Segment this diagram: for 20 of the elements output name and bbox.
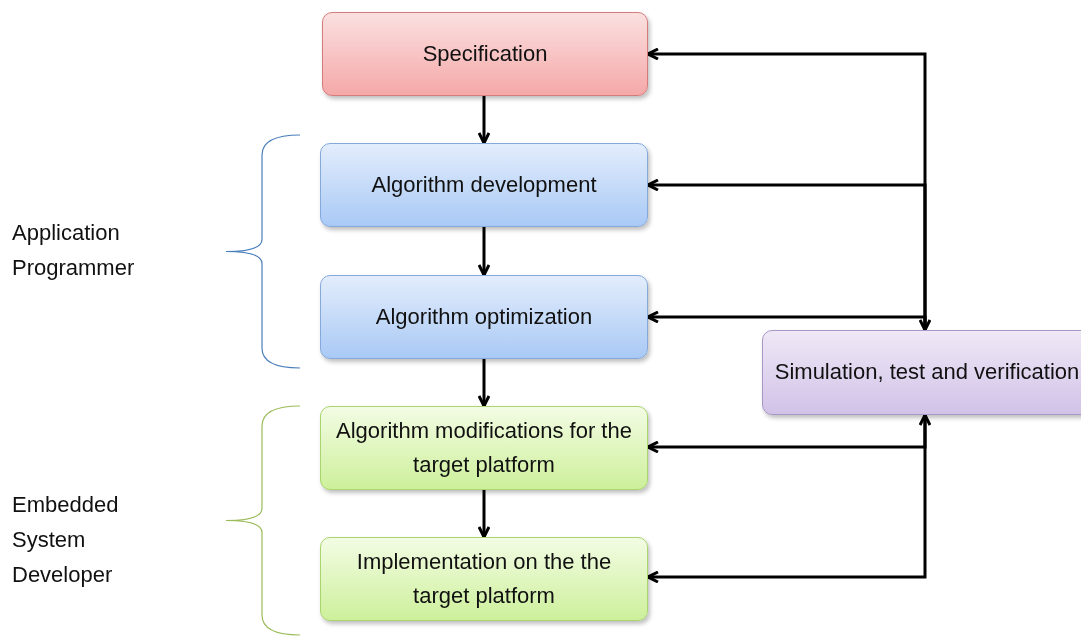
box-label: Algorithm optimization — [375, 302, 593, 331]
process-box — [320, 143, 648, 227]
arrow — [646, 310, 932, 332]
arrow — [477, 490, 491, 539]
box-label: Specification — [422, 39, 548, 68]
arrow — [477, 227, 491, 277]
process-box — [320, 275, 648, 359]
arrow — [477, 96, 491, 145]
process-box — [320, 406, 648, 490]
process-box — [320, 537, 648, 621]
box-label: Algorithm development — [371, 170, 597, 199]
box-label: Algorithm modifications for the target platform — [335, 416, 633, 479]
process-box — [322, 12, 648, 96]
box-label: Simulation, test and verification — [774, 358, 1080, 387]
arrow — [477, 359, 491, 408]
role-label: Embedded System Developer — [12, 491, 120, 590]
process-box — [762, 330, 1081, 415]
role-label: Application Programmer — [12, 219, 136, 283]
arrow — [646, 413, 932, 584]
box-label: Implementation on the the target platform — [355, 547, 613, 610]
